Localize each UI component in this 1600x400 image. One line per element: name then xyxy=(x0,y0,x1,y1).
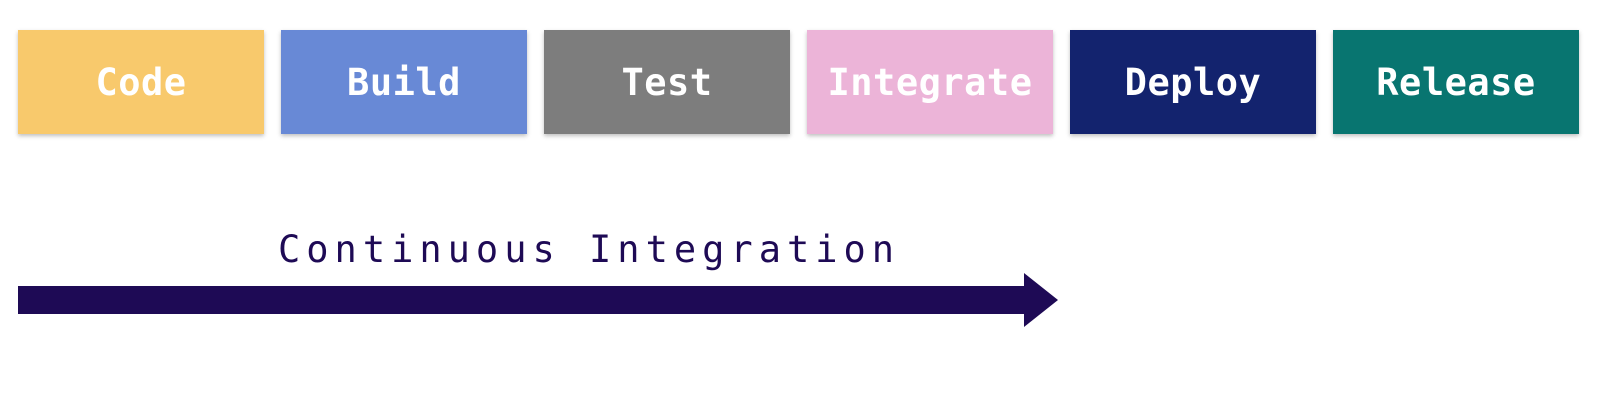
right-arrow-icon xyxy=(18,273,1058,327)
stage-label: Test xyxy=(621,60,713,104)
stage-test: Test xyxy=(544,30,790,134)
stage-label: Release xyxy=(1376,60,1536,104)
stage-build: Build xyxy=(281,30,527,134)
stage-label: Integrate xyxy=(827,60,1033,104)
stage-label: Code xyxy=(95,60,187,104)
arrow-shaft xyxy=(18,286,1030,314)
pipeline-stages: Code Build Test Integrate Deploy Release xyxy=(0,0,1600,140)
stage-code: Code xyxy=(18,30,264,134)
stage-label: Build xyxy=(347,60,461,104)
stage-label: Deploy xyxy=(1124,60,1262,104)
stage-release: Release xyxy=(1333,30,1579,134)
arrow-head xyxy=(1024,273,1058,327)
continuous-integration-label: Continuous Integration xyxy=(278,228,901,271)
stage-deploy: Deploy xyxy=(1070,30,1316,134)
stage-integrate: Integrate xyxy=(807,30,1053,134)
